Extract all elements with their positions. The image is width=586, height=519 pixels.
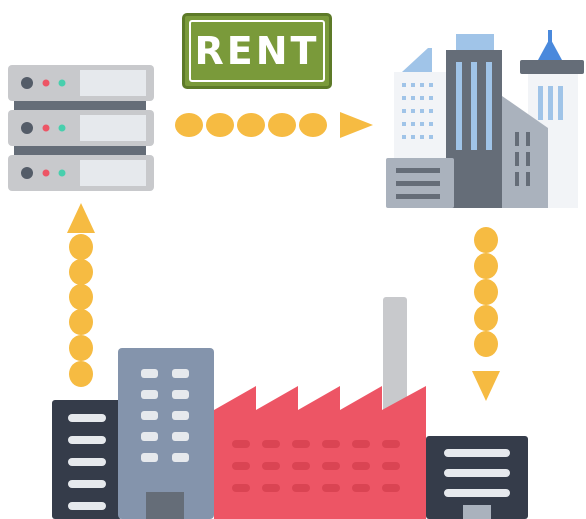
server-unit bbox=[8, 65, 154, 101]
arrow-factory-to-server bbox=[67, 203, 95, 387]
dark-building-right bbox=[426, 436, 528, 519]
arrow-server-to-office bbox=[175, 112, 373, 138]
rent-sign-frame: RENT bbox=[189, 20, 325, 82]
arrow-office-to-factory bbox=[472, 227, 500, 401]
arrowhead-right-icon bbox=[340, 112, 373, 138]
office-buildings-icon bbox=[386, 30, 584, 208]
office-tower bbox=[118, 348, 214, 519]
server-rack-icon bbox=[8, 65, 154, 191]
arrowhead-down-icon bbox=[472, 371, 500, 401]
arrowhead-up-icon bbox=[67, 203, 95, 233]
dark-building-left bbox=[52, 400, 122, 519]
industrial-skyline-icon bbox=[52, 297, 528, 519]
server-unit bbox=[8, 155, 154, 191]
rent-label: RENT bbox=[194, 29, 320, 73]
server-unit bbox=[8, 110, 154, 146]
factory-building bbox=[214, 386, 426, 519]
rent-sign: RENT bbox=[182, 13, 332, 89]
